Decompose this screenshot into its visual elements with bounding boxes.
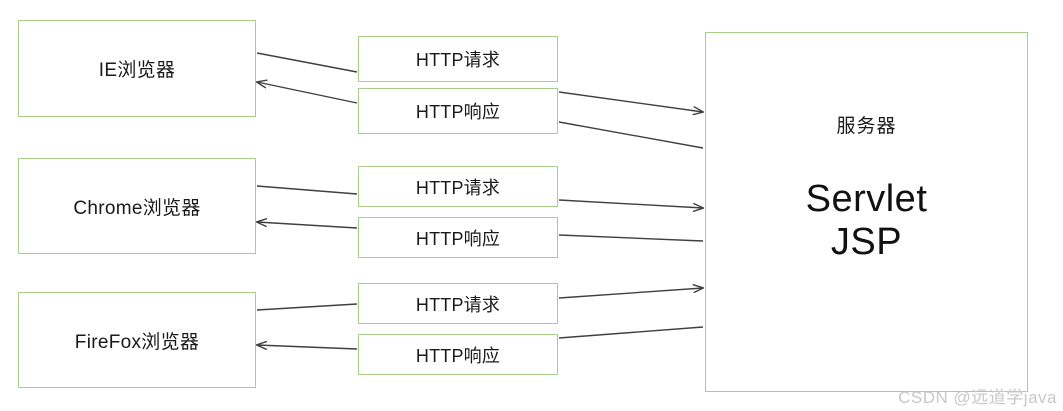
connector-chrome-req-left xyxy=(256,185,358,195)
connector-firefox-req-left xyxy=(256,303,358,311)
browser-box-firefox[interactable]: FireFox浏览器 xyxy=(18,292,256,388)
connector-ie-resp-right xyxy=(558,121,704,149)
message-box-chrome-response[interactable]: HTTP响应 xyxy=(358,217,558,258)
browser-box-ie[interactable]: IE浏览器 xyxy=(18,20,256,117)
browser-label-ie: IE浏览器 xyxy=(98,60,176,81)
browser-label-chrome: Chrome浏览器 xyxy=(73,197,201,219)
server-stack-jsp: JSP xyxy=(830,220,903,263)
connector-firefox-resp-left xyxy=(257,345,358,349)
connector-chrome-req-right xyxy=(558,199,703,208)
server-title: 服务器 xyxy=(836,116,897,137)
server-stack-servlet: Servlet xyxy=(805,178,928,220)
message-box-firefox-request[interactable]: HTTP请求 xyxy=(358,283,558,324)
message-box-ie-response[interactable]: HTTP响应 xyxy=(358,88,558,134)
connector-chrome-resp-left xyxy=(257,222,358,229)
message-label-ie-response: HTTP响应 xyxy=(415,102,501,122)
message-label-ie-request: HTTP请求 xyxy=(415,50,501,70)
connector-firefox-resp-right xyxy=(558,326,704,339)
message-label-firefox-request: HTTP请求 xyxy=(415,294,501,315)
server-stack: Servlet JSP xyxy=(806,178,928,263)
message-label-chrome-response: HTTP响应 xyxy=(415,228,501,249)
connector-ie-req-right xyxy=(558,91,703,112)
connector-chrome-resp-right xyxy=(558,234,704,242)
message-label-chrome-request: HTTP请求 xyxy=(415,177,501,198)
server-box[interactable]: 服务器 Servlet JSP xyxy=(705,32,1028,392)
browser-label-firefox: FireFox浏览器 xyxy=(74,331,200,353)
message-box-firefox-response[interactable]: HTTP响应 xyxy=(358,334,558,375)
connector-ie-req-left xyxy=(256,52,358,73)
connector-firefox-req-right xyxy=(558,288,703,299)
connector-ie-resp-left xyxy=(257,82,358,104)
message-label-firefox-response: HTTP响应 xyxy=(415,345,501,366)
message-box-ie-request[interactable]: HTTP请求 xyxy=(358,36,558,82)
browser-box-chrome[interactable]: Chrome浏览器 xyxy=(18,158,256,254)
message-box-chrome-request[interactable]: HTTP请求 xyxy=(358,166,558,207)
